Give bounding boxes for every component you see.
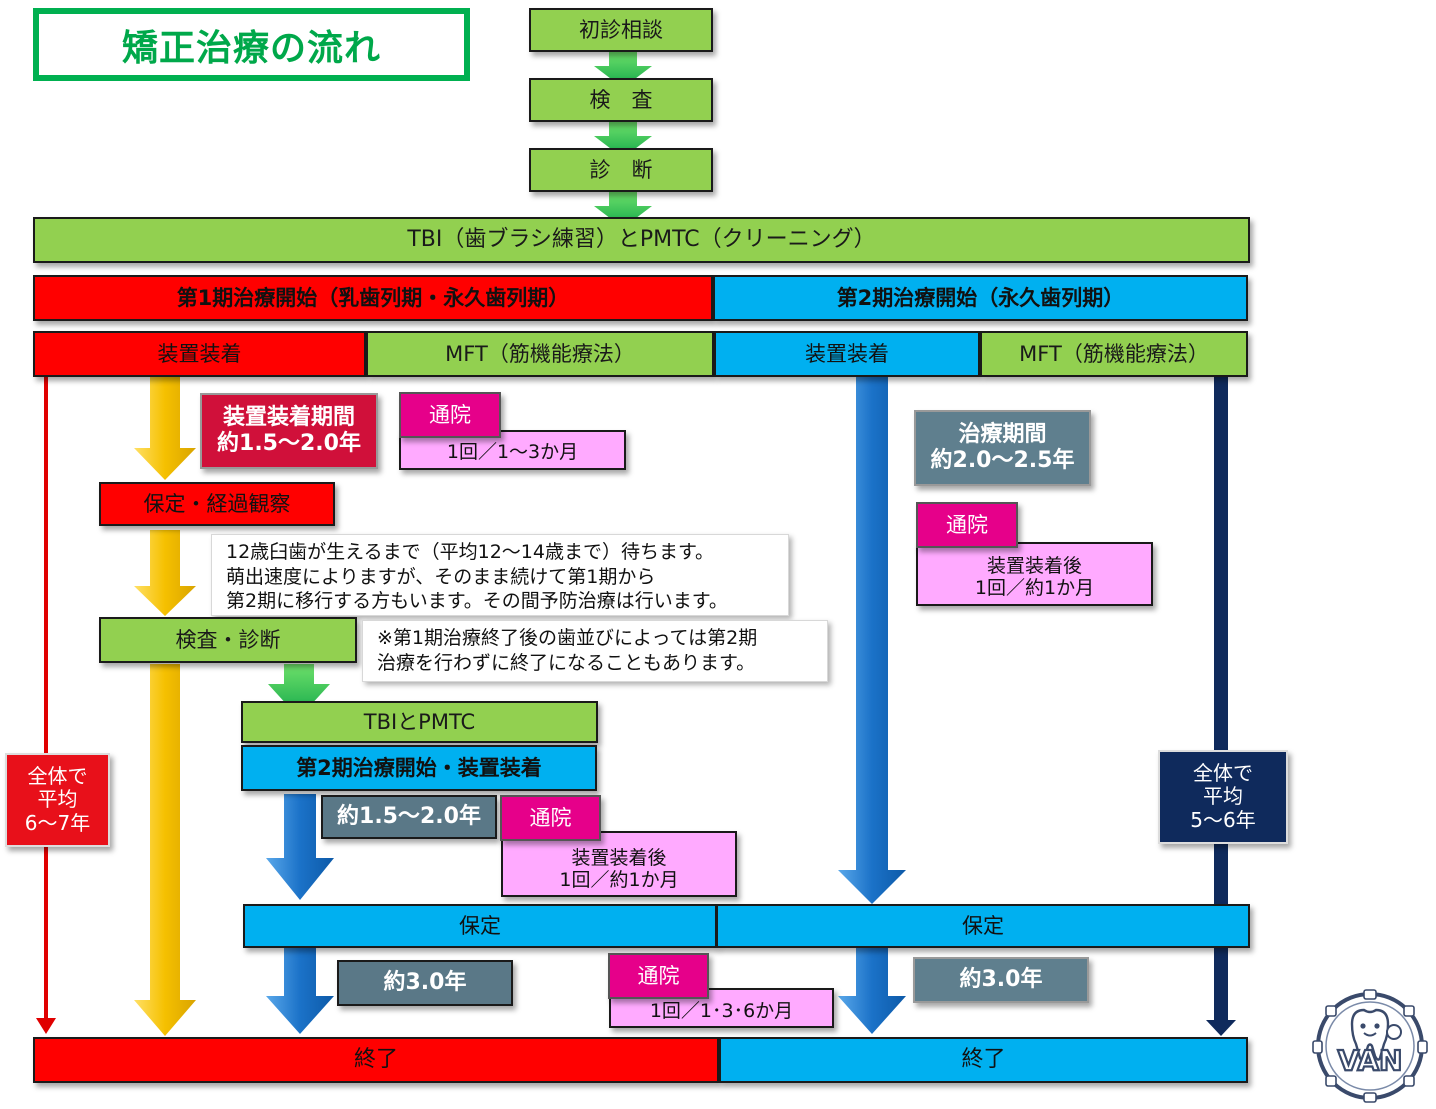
tbi-pmtc-bar: TBI（歯ブラシ練習）とPMTC（クリーニング）: [33, 217, 1250, 263]
phase1-retention-years: 約3.0年: [337, 960, 513, 1006]
phase2-retention: 保定: [716, 904, 1250, 948]
phase1-tbi-pmtc: TBIとPMTC: [241, 701, 598, 743]
arrow-diagnosis-tbi: [594, 192, 652, 228]
gold-arrow-3: [134, 664, 196, 1036]
phase1-mft: MFT（筋機能療法）: [366, 331, 714, 377]
tooth-mascot-icon: [1350, 1008, 1402, 1061]
phase1-period-label: 装置装着期間 約1.5〜2.0年: [200, 393, 378, 469]
logo-text: VAN: [1338, 1044, 1403, 1077]
phase1-duration2: 約1.5〜2.0年: [321, 795, 497, 839]
diagnosis-box: 診 断: [529, 148, 713, 192]
phase1-total-line: [44, 376, 48, 1020]
phase2-total-label: 全体で 平均 5〜6年: [1158, 750, 1288, 844]
phase1-header: 第1期治療開始（乳歯列期・永久歯列期）: [33, 275, 713, 321]
phase1-visit-tag: 通院: [399, 392, 501, 438]
arrow-to-tbi-pmtc: [268, 664, 330, 718]
phase2-end: 終了: [719, 1037, 1248, 1083]
note-wait-molars: 12歳臼歯が生えるまで（平均12〜14歳まで）待ちます。 萌出速度によりますが、…: [211, 534, 789, 616]
phase1-total-arrowhead: [36, 1018, 56, 1034]
phase2-header: 第2期治療開始（永久歯列期）: [713, 275, 1248, 321]
phase1-retention2: 保定: [243, 904, 717, 948]
blue-arrow-retention1: [266, 948, 334, 1034]
phase1-visit-tag3: 通院: [608, 953, 709, 999]
phase2-mft: MFT（筋機能療法）: [980, 331, 1248, 377]
phase1-total-label: 全体で 平均 6〜7年: [5, 753, 110, 847]
exam-box: 検 査: [529, 78, 713, 122]
blue-arrow-retention2: [838, 948, 906, 1034]
phase2-retention-years: 約3.0年: [913, 957, 1089, 1003]
phase2-device: 装置装着: [714, 331, 980, 377]
blue-arrow-stage2: [266, 794, 334, 900]
phase1-retention: 保定・経過観察: [99, 482, 335, 526]
phase1-visit-freq2: 装置装着後 1回／約1か月: [501, 831, 737, 897]
phase2-visit-freq: 装置装着後 1回／約1か月: [916, 542, 1153, 606]
phase2-period-label: 治療期間 約2.0〜2.5年: [914, 410, 1091, 486]
phase2-total-arrowhead: [1206, 1020, 1236, 1036]
phase1-visit-tag2: 通院: [500, 795, 601, 841]
consult-box: 初診相談: [529, 8, 713, 52]
gold-arrow-1: [134, 376, 196, 480]
note-phase1-end: ※第1期治療終了後の歯並びによっては第2期 治療を行わずに終了になることもありま…: [362, 620, 828, 682]
phase2-visit-tag: 通院: [916, 502, 1018, 548]
gold-arrow-2: [134, 530, 196, 616]
page-title: 矯正治療の流れ: [33, 8, 470, 81]
phase1-phase2-start: 第2期治療開始・装置装着: [241, 745, 597, 791]
blue-arrow-phase2: [838, 376, 906, 904]
arrow-consult-exam: [594, 52, 652, 88]
phase1-exam-diagnosis: 検査・診断: [99, 617, 357, 663]
phase1-end: 終了: [33, 1037, 719, 1083]
phase2-total-line: [1214, 376, 1228, 1024]
clinic-logo: VAN: [1312, 989, 1428, 1103]
phase1-device: 装置装着: [33, 331, 366, 377]
arrow-exam-diagnosis: [594, 122, 652, 158]
